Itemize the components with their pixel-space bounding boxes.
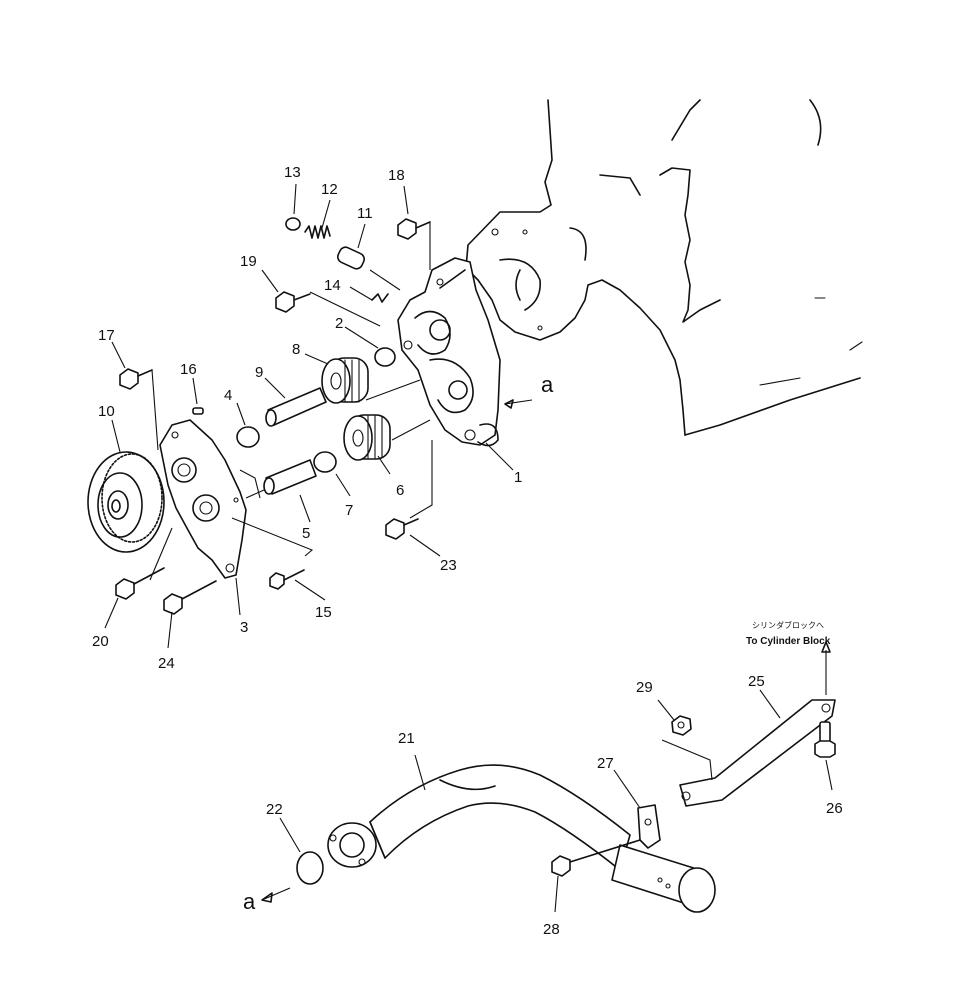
relief-valve-plug	[285, 217, 301, 231]
bolt-24	[163, 580, 217, 615]
bolt-23	[385, 518, 419, 540]
destination-note-english: To Cylinder Block	[746, 636, 831, 647]
callout-1: 1	[514, 469, 522, 486]
callout-14: 14	[324, 277, 341, 294]
pump-gear-driving	[321, 357, 369, 404]
callout-22: 22	[266, 801, 283, 818]
callout-19: 19	[240, 253, 257, 270]
callout-17: 17	[98, 327, 115, 344]
assembly-lines-upper	[149, 222, 533, 581]
pump-shaft-9	[265, 387, 327, 427]
callout-27: 27	[597, 755, 614, 772]
relief-valve	[337, 246, 365, 270]
callout-2: 2	[335, 315, 343, 332]
oil-pump-body	[397, 257, 501, 447]
bolt-15	[269, 569, 305, 590]
support-bracket-25	[679, 699, 836, 807]
callout-29: 29	[636, 679, 653, 696]
bolt-28	[551, 839, 641, 877]
bolt-20	[115, 567, 165, 600]
assembly-lines-lower	[261, 641, 831, 903]
callout-9: 9	[255, 364, 263, 381]
callout-11: 11	[357, 205, 373, 222]
bolt-19	[275, 291, 311, 313]
nut-29	[671, 715, 692, 736]
relief-valve-spring	[304, 225, 331, 239]
oil-pump-cover	[159, 419, 247, 579]
callout-5: 5	[302, 525, 310, 542]
callout-4: 4	[224, 387, 232, 404]
callout-26: 26	[826, 800, 843, 817]
bushing-4	[236, 426, 260, 448]
callout-18: 18	[388, 167, 405, 184]
arrow-a-upper	[504, 399, 514, 409]
callout-25: 25	[748, 673, 765, 690]
callout-13: 13	[284, 164, 301, 181]
cylinder-block-outline	[465, 99, 863, 436]
dowel-pin	[192, 407, 204, 415]
pin-14	[371, 293, 389, 303]
bolt-18	[397, 218, 431, 240]
arrow-a-lower	[261, 892, 273, 903]
callout-10: 10	[98, 403, 115, 420]
bushing-2	[374, 347, 396, 367]
destination-note-japanese: シリンダブロックへ	[752, 620, 824, 630]
bolt-17	[119, 368, 153, 390]
callout-8: 8	[292, 341, 300, 358]
callout-21: 21	[398, 730, 415, 747]
callout-28: 28	[543, 921, 560, 938]
drive-gear	[87, 451, 165, 553]
callout-leaders	[104, 183, 833, 913]
callout-12: 12	[321, 181, 338, 198]
callout-16: 16	[180, 361, 197, 378]
connection-marker-lower: a	[243, 889, 256, 914]
callout-20: 20	[92, 633, 109, 650]
suction-tube	[296, 764, 716, 913]
pump-shaft-5	[263, 459, 317, 495]
callout-7: 7	[345, 502, 353, 519]
pump-gear-driven	[343, 414, 391, 461]
callout-3: 3	[240, 619, 248, 636]
o-ring	[296, 851, 324, 885]
callout-24: 24	[158, 655, 175, 672]
bracket-27	[637, 804, 661, 849]
callout-numbers: 1 2 3 4 5 6 7 8 9 10 11 12 13 14 15 16 1…	[92, 164, 843, 938]
callout-15: 15	[315, 604, 332, 621]
bushing-7	[313, 451, 337, 473]
bolt-26	[814, 721, 836, 758]
connection-marker-upper: a	[541, 372, 554, 397]
callout-6: 6	[396, 482, 404, 499]
callout-23: 23	[440, 557, 457, 574]
